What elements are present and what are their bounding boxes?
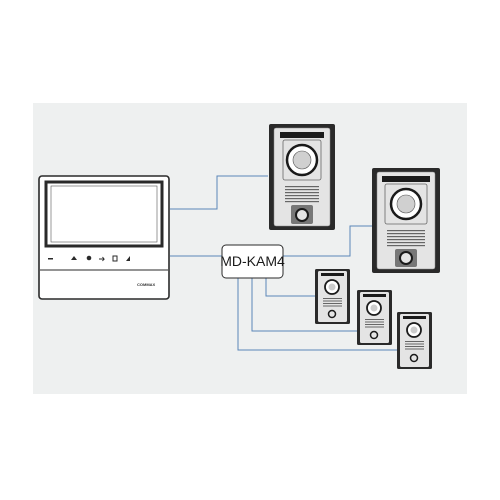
monitor-button-icon (99, 256, 105, 262)
wiring (170, 175, 397, 351)
md-kam4-hub: MD-KAM4 (220, 244, 285, 279)
monitor-brand-logo: COMMAX (137, 282, 156, 287)
call-button-icon (409, 353, 419, 363)
mute-icon (126, 256, 130, 261)
call-button-icon (399, 251, 413, 265)
wire-hub-to-camera-2 (251, 278, 357, 332)
door-open-icon (112, 255, 118, 262)
video-monitor: COMMAX (38, 175, 170, 300)
camera-unit-3 (397, 312, 432, 369)
call-button-icon (369, 330, 379, 340)
monitor-buttons (48, 255, 130, 262)
wire-hub-to-camera-3 (237, 278, 397, 351)
talk-button-icon (86, 255, 92, 261)
wire-monitor-to-door-station-1 (170, 175, 268, 210)
monitor-screen (50, 185, 158, 243)
wire-hub-to-camera-1 (265, 278, 315, 297)
hub-box (221, 244, 284, 279)
door-station-2 (372, 168, 440, 273)
hub-label: MD-KAM4 (220, 253, 285, 269)
menu-button-icon (48, 258, 53, 260)
wire-hub-to-door-station-2 (283, 225, 372, 257)
call-button-icon (295, 208, 309, 222)
camera-unit-1 (315, 269, 350, 324)
camera-unit-2 (357, 290, 392, 345)
call-button-icon (327, 309, 337, 319)
call-button-icon (71, 256, 77, 260)
door-station-1 (269, 124, 335, 230)
